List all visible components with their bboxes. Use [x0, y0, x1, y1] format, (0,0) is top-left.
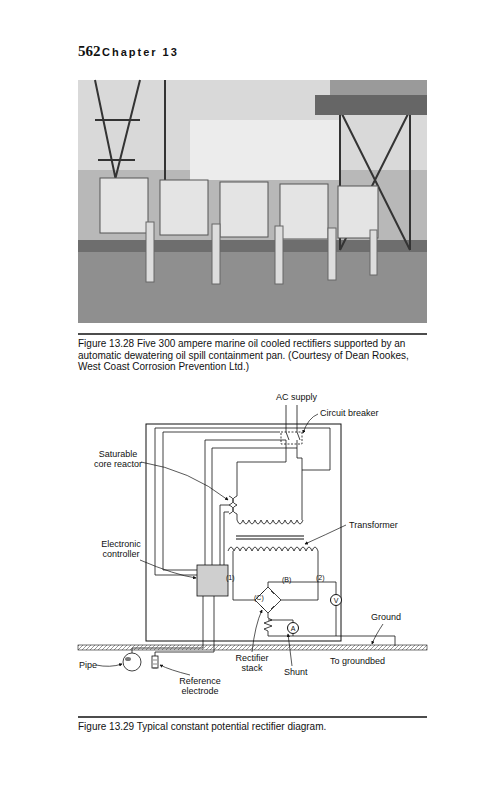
part-label: (2) — [316, 574, 325, 582]
part-label: Pipe — [79, 660, 97, 670]
photo — [78, 80, 427, 323]
page-header: Chapter 13 — [102, 46, 179, 59]
part-label: Electronic controller — [96, 539, 146, 560]
figure-caption: Figure 13.29 Typical constant potential … — [78, 721, 428, 733]
part-label: Reference electrode — [172, 676, 228, 697]
part-label: (1) — [226, 574, 235, 582]
part-label: Shunt — [284, 667, 308, 677]
meter-letter: V — [334, 597, 339, 604]
part-label: (B) — [282, 576, 291, 584]
part-label: Rectifier stack — [230, 653, 274, 674]
rectifier-schematic — [123, 405, 395, 671]
figure-caption: Figure 13.28 Five 300 ampere marine oil … — [78, 338, 428, 373]
page-header: 562 — [78, 43, 101, 60]
part-label: Transformer — [349, 520, 398, 530]
part-label: Saturable core reactor — [92, 449, 144, 470]
meter-circle: V — [330, 594, 342, 606]
part-label: AC supply — [276, 392, 317, 402]
part-label: (C) — [254, 594, 264, 602]
part-label: Circuit breaker — [320, 408, 379, 418]
part-label: Ground — [371, 612, 401, 622]
leader-lines — [96, 414, 383, 675]
part-label: To groundbed — [330, 656, 385, 666]
meter-letter: A — [291, 625, 296, 632]
meter-circle: A — [287, 622, 299, 634]
